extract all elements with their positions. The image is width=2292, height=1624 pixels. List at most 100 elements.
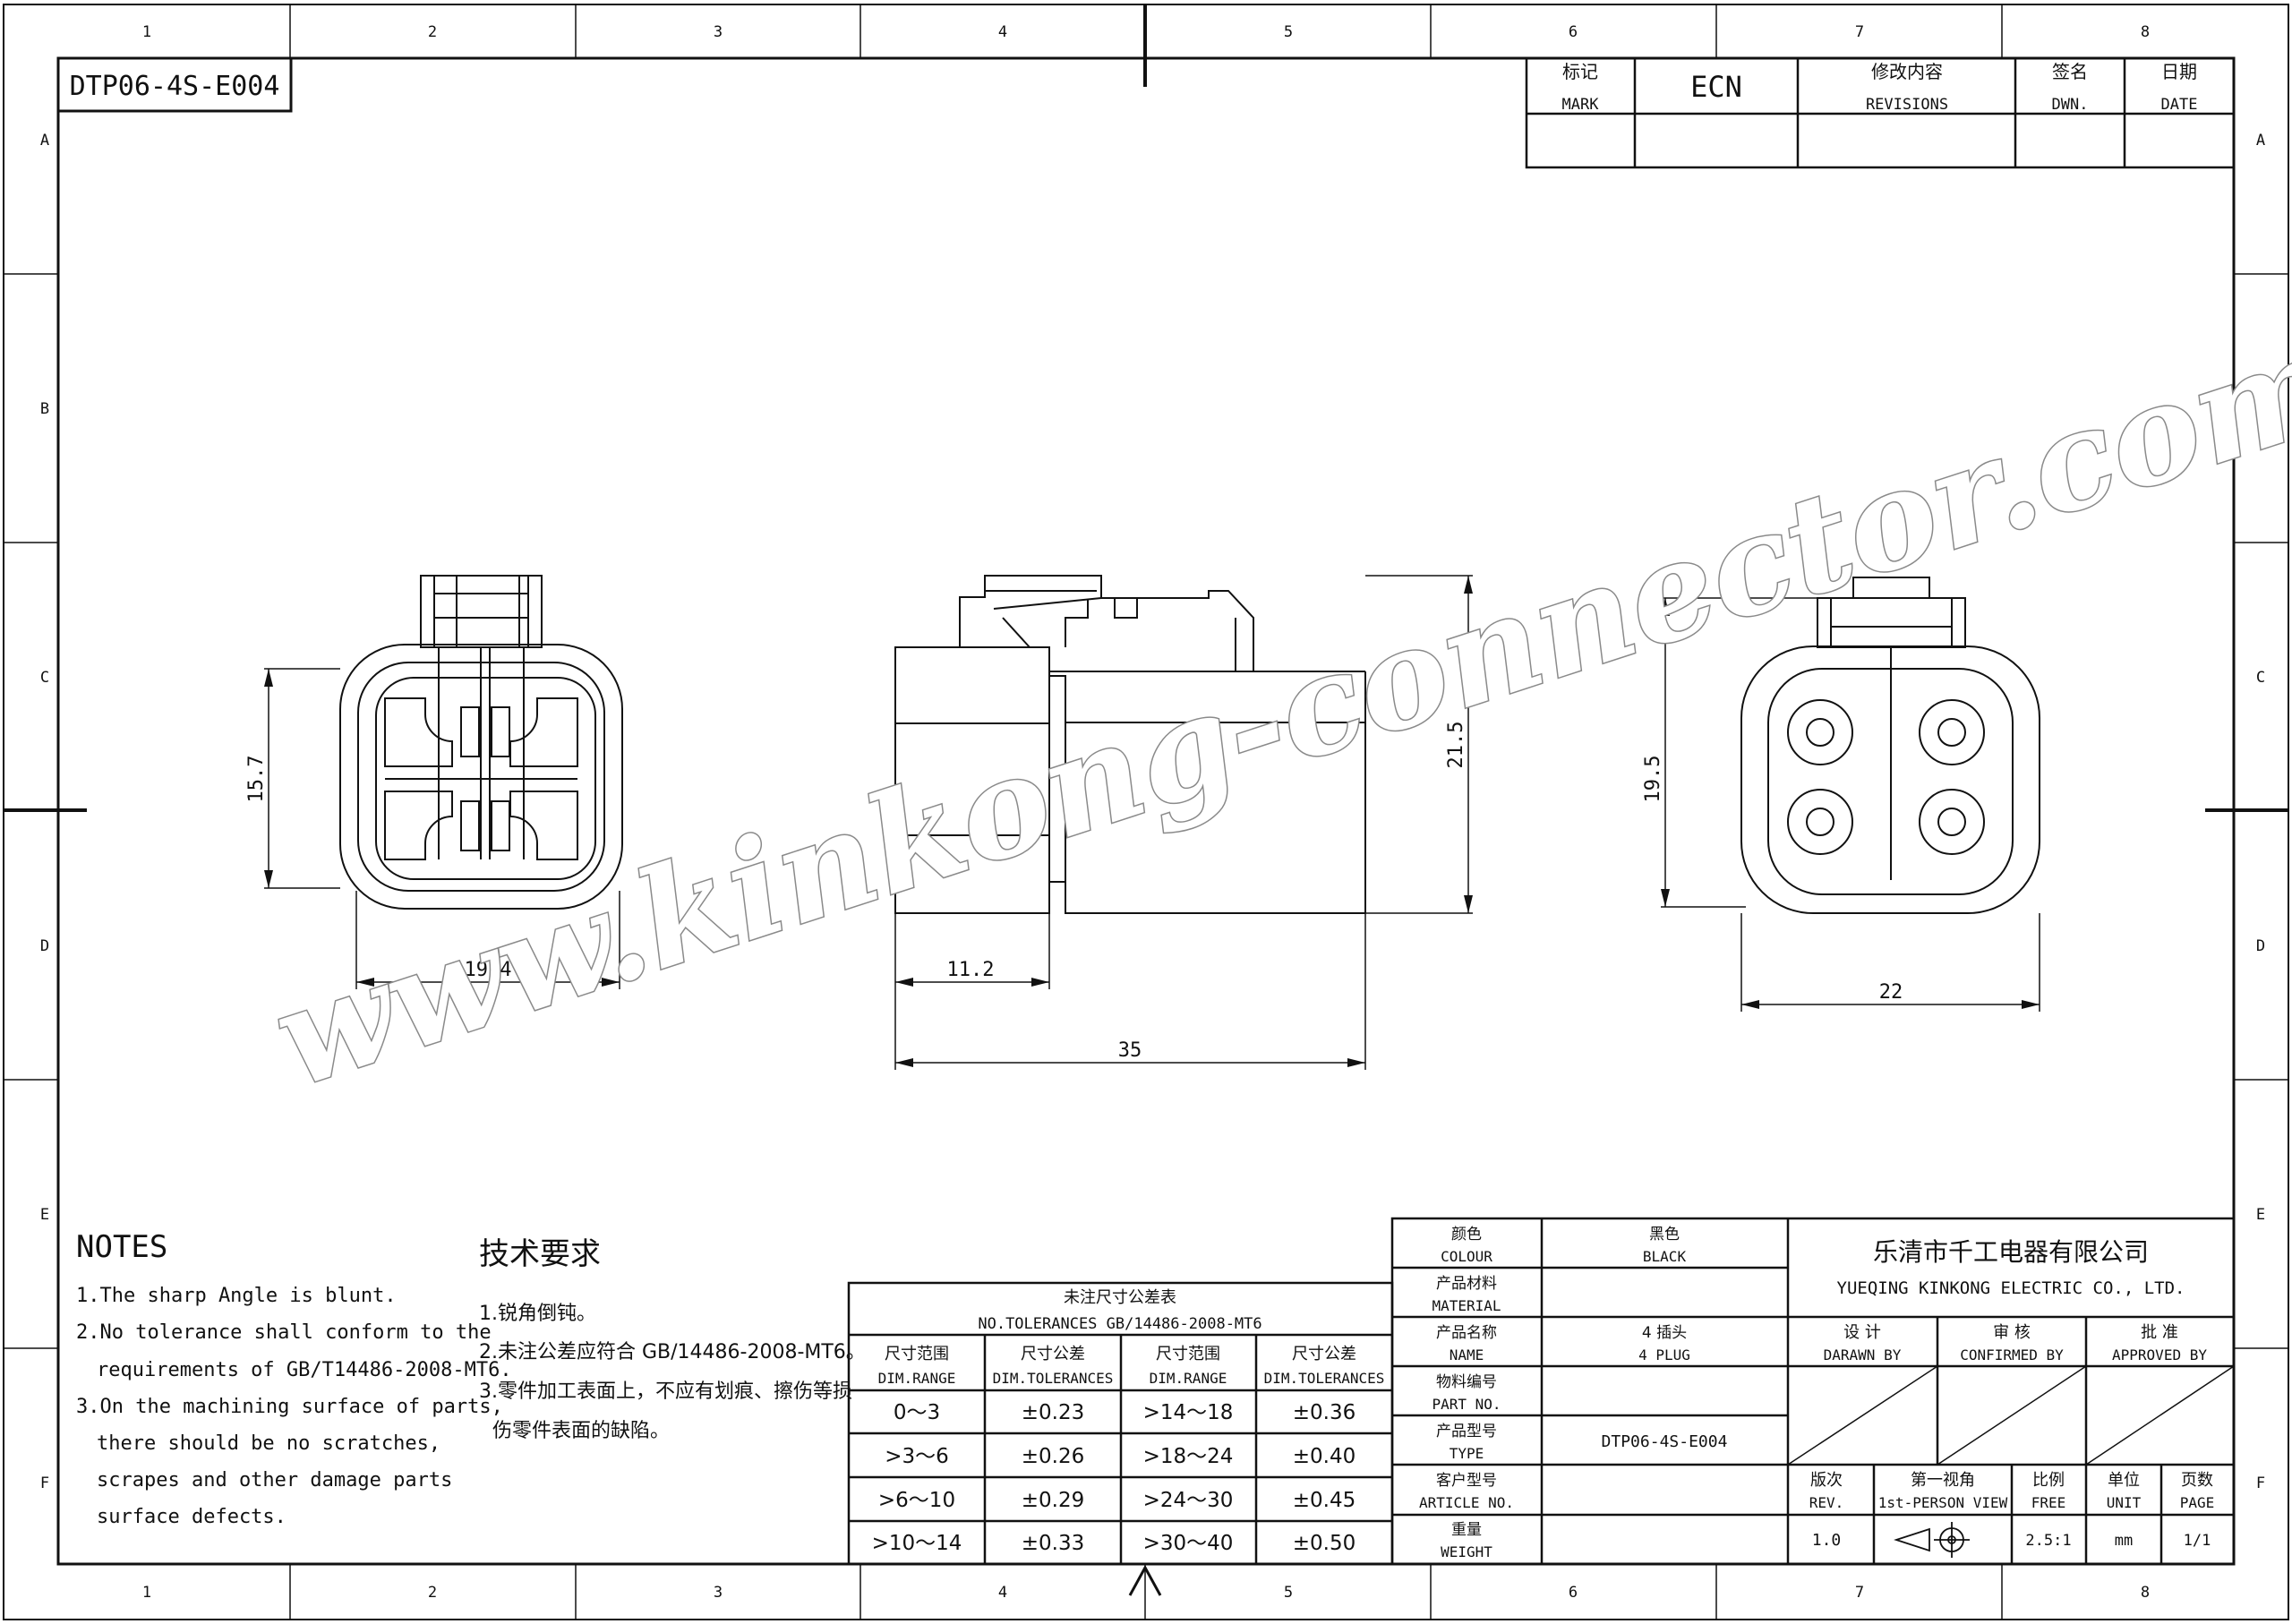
tb-scale-en: FREE [2031, 1494, 2066, 1511]
tol-cell: ±0.50 [1293, 1532, 1356, 1555]
tol-cell: 0～3 [894, 1401, 940, 1424]
tol-col-range-cn: 尺寸范围 [885, 1345, 949, 1363]
tol-title-cn: 未注尺寸公差表 [1064, 1288, 1176, 1307]
tb-material-cn: 产品材料 [1436, 1275, 1497, 1293]
projection-symbol [1894, 1522, 1970, 1558]
tb-rev-en: REV. [1809, 1494, 1844, 1511]
drawing-number: DTP06-4S-E004 [70, 71, 280, 102]
side-view [894, 575, 1366, 914]
tol-col-tol-cn: 尺寸公差 [1021, 1345, 1085, 1363]
zone-letter-left: A [40, 132, 49, 150]
tol-cell: ±0.40 [1293, 1445, 1356, 1468]
notes-title: NOTES [76, 1229, 167, 1265]
tb-check-en: CONFIRMED BY [1960, 1346, 2064, 1363]
tol-col-tol-en: DIM.TOLERANCES [1264, 1370, 1385, 1387]
tb-design-cn: 设 计 [1843, 1323, 1881, 1342]
tb-company-en: YUEQING KINKONG ELECTRIC CO., LTD. [1837, 1278, 2185, 1298]
tb-check-cn: 审 核 [1993, 1323, 2031, 1342]
zone-letter-left: B [40, 400, 49, 418]
tb-company-cn: 乐清市千工电器有限公司 [1873, 1237, 2149, 1267]
tb-name-value-en: 4 PLUG [1638, 1346, 1690, 1363]
tol-cell: ±0.23 [1022, 1401, 1084, 1424]
tb-partno-en: PART NO. [1432, 1396, 1501, 1413]
tb-page-value: 1/1 [2184, 1532, 2211, 1550]
tb-type-cn: 产品型号 [1436, 1423, 1497, 1440]
tb-scale-cn: 比例 [2032, 1471, 2065, 1490]
rev-date-en: DATE [2161, 96, 2198, 114]
title-block [1390, 1217, 2236, 1566]
tol-cell: >18～24 [1143, 1445, 1234, 1468]
tol-cell: >10～14 [872, 1532, 962, 1555]
zone-number-bottom: 4 [998, 1584, 1007, 1602]
notes-line: scrapes and other damage parts [97, 1469, 452, 1492]
zone-number-bottom: 6 [1569, 1584, 1578, 1602]
notes-line: surface defects. [97, 1506, 286, 1528]
tb-colour-value-cn: 黑色 [1649, 1226, 1680, 1244]
tb-partno-cn: 物料编号 [1436, 1373, 1497, 1391]
zone-letter-left: C [40, 669, 49, 687]
zone-number-bottom: 1 [142, 1584, 151, 1602]
zone-letter-right: D [2256, 937, 2265, 955]
dim-side-length: 35 [1118, 1039, 1142, 1062]
tb-colour-value-en: BLACK [1643, 1248, 1687, 1265]
rev-sign-cn: 签名 [2052, 61, 2088, 82]
rev-content-cn: 修改内容 [1871, 61, 1943, 82]
tol-cell: ±0.45 [1293, 1489, 1356, 1512]
tb-rev-cn: 版次 [1810, 1471, 1843, 1490]
tb-article-cn: 客户型号 [1436, 1472, 1497, 1490]
zone-number-bottom: 2 [428, 1584, 437, 1602]
zone-number-top: 8 [2141, 23, 2150, 41]
front-view [339, 575, 623, 910]
drawing-number-box [56, 56, 293, 113]
dimension-lines [264, 575, 2040, 1070]
tb-page-cn: 页数 [2181, 1471, 2213, 1490]
tb-page-en: PAGE [2180, 1494, 2215, 1511]
notes-line: 2.No tolerance shall conform to the [76, 1321, 492, 1344]
rev-sign-en: DWN. [2052, 96, 2089, 114]
zone-number-bottom: 5 [1284, 1584, 1293, 1602]
tb-design-en: DARAWN BY [1824, 1346, 1902, 1363]
notes-line: requirements of GB/T14486-2008-MT6. [97, 1359, 512, 1381]
tb-name-value-cn: 4 插头 [1642, 1324, 1687, 1342]
zone-number-bottom: 7 [1855, 1584, 1864, 1602]
tech-req-line: 2.未注公差应符合 GB/14486-2008-MT6。 [479, 1341, 866, 1363]
tol-cell: >24～30 [1143, 1489, 1234, 1512]
zone-letter-right: F [2256, 1474, 2265, 1492]
zone-letter-right: E [2256, 1206, 2265, 1224]
tol-cell: >6～10 [878, 1489, 955, 1512]
revision-table [1525, 56, 2236, 169]
tb-rev-value: 1.0 [1812, 1531, 1842, 1550]
rev-ecn: ECN [1690, 70, 1742, 104]
tb-name-en: NAME [1450, 1346, 1484, 1363]
tb-weight-cn: 重量 [1451, 1521, 1482, 1539]
tol-col-range-cn: 尺寸范围 [1156, 1345, 1220, 1363]
tb-weight-en: WEIGHT [1441, 1543, 1492, 1560]
zone-number-top: 2 [428, 23, 437, 41]
rear-view [1740, 577, 2040, 914]
zone-letter-right: A [2256, 132, 2265, 150]
tb-unit-cn: 单位 [2108, 1471, 2140, 1490]
dim-rear-width: 22 [1879, 981, 1903, 1004]
zone-number-top: 1 [142, 23, 151, 41]
tol-col-tol-cn: 尺寸公差 [1292, 1345, 1356, 1363]
rev-mark-cn: 标记 [1562, 61, 1598, 82]
zone-number-top: 7 [1855, 23, 1864, 41]
tb-unit-value: mm [2115, 1532, 2133, 1550]
zone-number-top: 6 [1569, 23, 1578, 41]
tol-col-range-en: DIM.RANGE [878, 1370, 956, 1387]
tol-cell: >14～18 [1143, 1401, 1234, 1424]
tol-title-en: NO.TOLERANCES GB/14486-2008-MT6 [978, 1315, 1261, 1333]
dim-front-width: 19.4 [465, 959, 512, 981]
notes-line: there should be no scratches, [97, 1432, 440, 1455]
tech-req-title: 技术要求 [479, 1236, 601, 1272]
tb-article-en: ARTICLE NO. [1419, 1494, 1514, 1511]
tb-colour-en: COLOUR [1441, 1248, 1492, 1265]
tol-cell: ±0.29 [1022, 1489, 1084, 1512]
tol-cell: ±0.33 [1022, 1532, 1084, 1555]
tech-req-line: 伤零件表面的缺陷。 [492, 1420, 670, 1442]
zone-number-bottom: 8 [2141, 1584, 2150, 1602]
zone-letter-left: E [40, 1206, 49, 1224]
zone-number-bottom: 3 [714, 1584, 723, 1602]
tol-col-range-en: DIM.RANGE [1150, 1370, 1227, 1387]
